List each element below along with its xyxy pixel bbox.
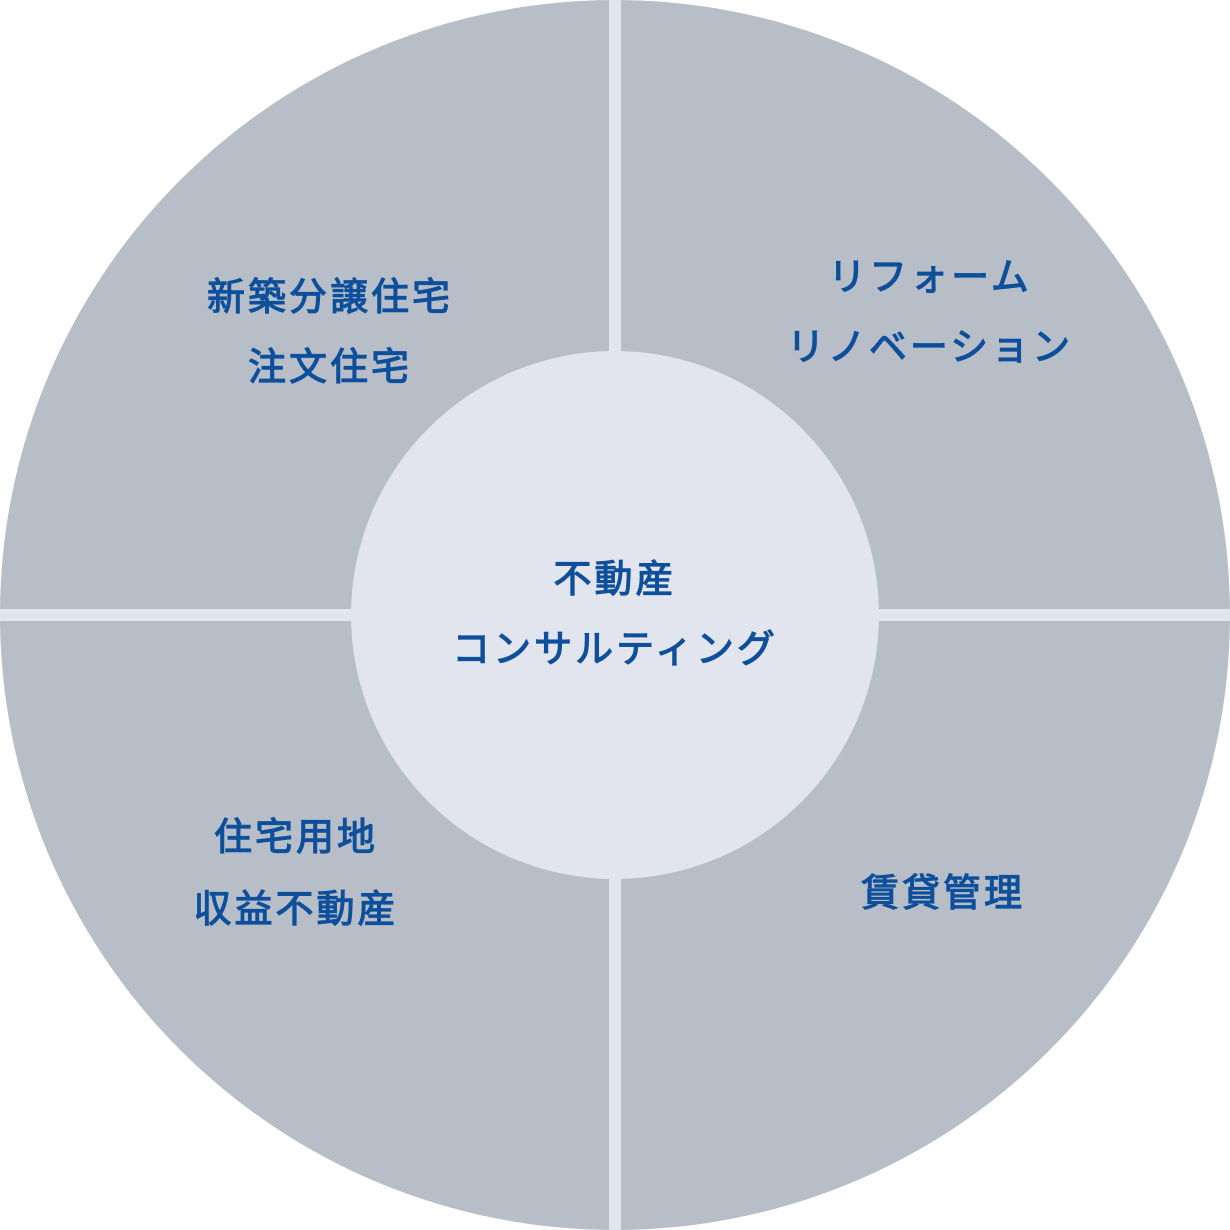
quadrant-bottom-left-line-1: 住宅用地 (214, 815, 378, 859)
quadrant-top-right-line-2: リノベーション (787, 325, 1073, 369)
quadrant-top-left-line-2: 注文住宅 (248, 345, 412, 389)
center-circle (351, 351, 879, 879)
quadrant-bottom-left-line-2: 収益不動産 (193, 887, 398, 931)
quadrant-top-right-line-1: リフォーム (828, 255, 1032, 299)
center-line-1: 不動産 (553, 557, 676, 601)
quadrant-top-left-line-1: 新築分譲住宅 (207, 275, 453, 319)
quadrant-bottom-right-line-1: 賃貸管理 (860, 871, 1025, 915)
center-line-2: コンサルティング (452, 627, 778, 671)
